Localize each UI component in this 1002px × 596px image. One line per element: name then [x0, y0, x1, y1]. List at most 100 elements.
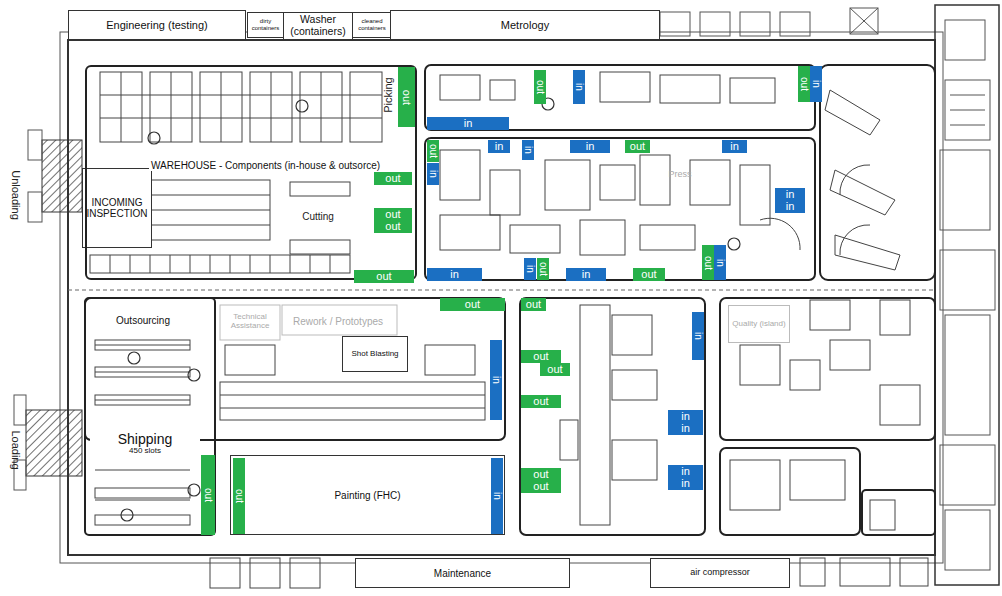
flow-tag-text: in: [428, 170, 438, 178]
flow-tag-text: in: [582, 269, 591, 280]
flow-tag-text: in: [730, 141, 739, 152]
in-tag: in: [524, 258, 536, 280]
in-tag: in: [427, 163, 439, 185]
area-label: dirty containers: [248, 18, 283, 31]
flow-tag-text: in: [525, 265, 535, 273]
flow-tag-text: in: [681, 478, 690, 489]
area-label: 450 slots: [129, 447, 161, 456]
floor-label: Technical Assistance: [222, 313, 278, 331]
flow-tag-text: in: [681, 423, 690, 434]
flow-tag-text: out: [385, 209, 400, 220]
area-box: INCOMING INSPECTION: [82, 168, 152, 248]
flow-tag-text: in: [464, 118, 473, 129]
flow-tag-text: out: [703, 256, 713, 270]
flow-tag-text: out: [547, 364, 562, 375]
out-tag: out: [521, 350, 561, 363]
flow-tag-text: out: [535, 80, 545, 94]
flow-tag-text: out: [401, 89, 412, 104]
room-box: Engineering (testing): [68, 10, 246, 40]
flow-tag-text: out: [385, 173, 400, 184]
room-box: dirty containers: [247, 12, 284, 38]
in-tag: in: [573, 70, 585, 104]
out-tag: out: [540, 363, 570, 376]
floor-label: Cutting: [302, 211, 334, 222]
flow-tag-text: in: [491, 376, 501, 384]
flow-tag-text: in: [574, 83, 584, 91]
floor-label: Loading: [10, 430, 22, 469]
floor-label: Picking: [382, 77, 394, 112]
out-tag: out: [201, 455, 215, 535]
flow-tag-text: out: [641, 269, 656, 280]
out-tag: out: [521, 395, 561, 408]
flow-tag-text: in: [495, 141, 504, 152]
flow-tag-text: out: [428, 144, 438, 158]
room-box: Washer (containers): [283, 12, 353, 40]
quality-box: Quality (island): [728, 305, 790, 343]
floor-label: Rework / Prototypes: [293, 316, 383, 327]
flow-tag-text: in: [693, 332, 703, 340]
area-title: Shipping450 slots: [90, 422, 200, 466]
in-tag: in: [491, 458, 503, 534]
out-tag: out: [233, 458, 245, 534]
out-tag: out: [702, 245, 714, 280]
in-tag: in: [775, 200, 805, 213]
in-tag: in: [668, 422, 703, 435]
out-tag: out: [521, 480, 561, 493]
in-tag: in: [522, 140, 534, 160]
in-tag: in: [810, 66, 822, 102]
flow-tag-text: in: [811, 80, 821, 88]
flow-tag-text: out: [533, 481, 548, 492]
flow-tag-text: out: [533, 469, 548, 480]
in-tag: in: [490, 340, 502, 420]
flow-tag-text: out: [630, 141, 645, 152]
out-tag: out: [374, 172, 412, 185]
in-tag: in: [570, 140, 610, 153]
room-box: Painting (FHC) out in: [230, 455, 505, 535]
room-box: Metrology: [390, 10, 660, 40]
warehouse-region: WAREHOUSE - Components (in-house & outso…: [85, 65, 417, 280]
flow-tag-text: in: [786, 201, 795, 212]
flow-tag-text: in: [586, 141, 595, 152]
area-title: Outsourcing: [88, 311, 198, 329]
area-label: Shot Blasting: [349, 350, 400, 359]
out-tag: out: [633, 268, 665, 281]
area-label: Shipping: [118, 432, 173, 447]
room-box: Maintenance: [355, 558, 570, 588]
area-label: Painting (FHC): [334, 490, 400, 501]
area-label: cleaned containers: [353, 18, 391, 31]
out-tag: out: [798, 66, 810, 102]
room-box: cleaned containers: [352, 12, 392, 38]
out-tag: out: [398, 67, 415, 127]
in-tag: in: [714, 245, 726, 280]
area-label: Metrology: [501, 19, 549, 31]
flow-tag-text: in: [681, 411, 690, 422]
area-label: Maintenance: [434, 568, 491, 579]
in-tag: in: [668, 477, 703, 490]
out-tag: out: [354, 270, 414, 283]
flow-tag-text: out: [203, 488, 213, 502]
in-tag: in: [722, 140, 747, 153]
out-tag: out: [440, 298, 505, 311]
flow-tag-text: in: [450, 269, 459, 280]
flow-tag-text: out: [533, 396, 548, 407]
flow-tag-text: out: [538, 262, 548, 276]
area-label: INCOMING INSPECTION: [83, 197, 151, 219]
flow-tag-text: out: [385, 221, 400, 232]
out-tag: out: [625, 140, 650, 153]
floor-label: Unloading: [10, 170, 22, 220]
out-tag: out: [537, 258, 549, 280]
area-box: Shot Blasting: [342, 336, 408, 372]
in-tag: in: [692, 312, 704, 360]
flow-tag-text: out: [526, 299, 541, 310]
flow-tag-text: in: [492, 492, 502, 500]
flow-tag-text: in: [715, 259, 725, 267]
flow-tag-text: in: [681, 466, 690, 477]
out-tag: out: [427, 140, 439, 162]
flow-tag-text: out: [533, 351, 548, 362]
area-label: Washer (containers): [284, 14, 352, 37]
flow-tag-text: in: [523, 146, 533, 154]
in-tag: in: [427, 268, 482, 281]
area-label: WAREHOUSE - Components (in-house & outso…: [149, 160, 382, 171]
flow-tag-text: out: [799, 77, 809, 91]
